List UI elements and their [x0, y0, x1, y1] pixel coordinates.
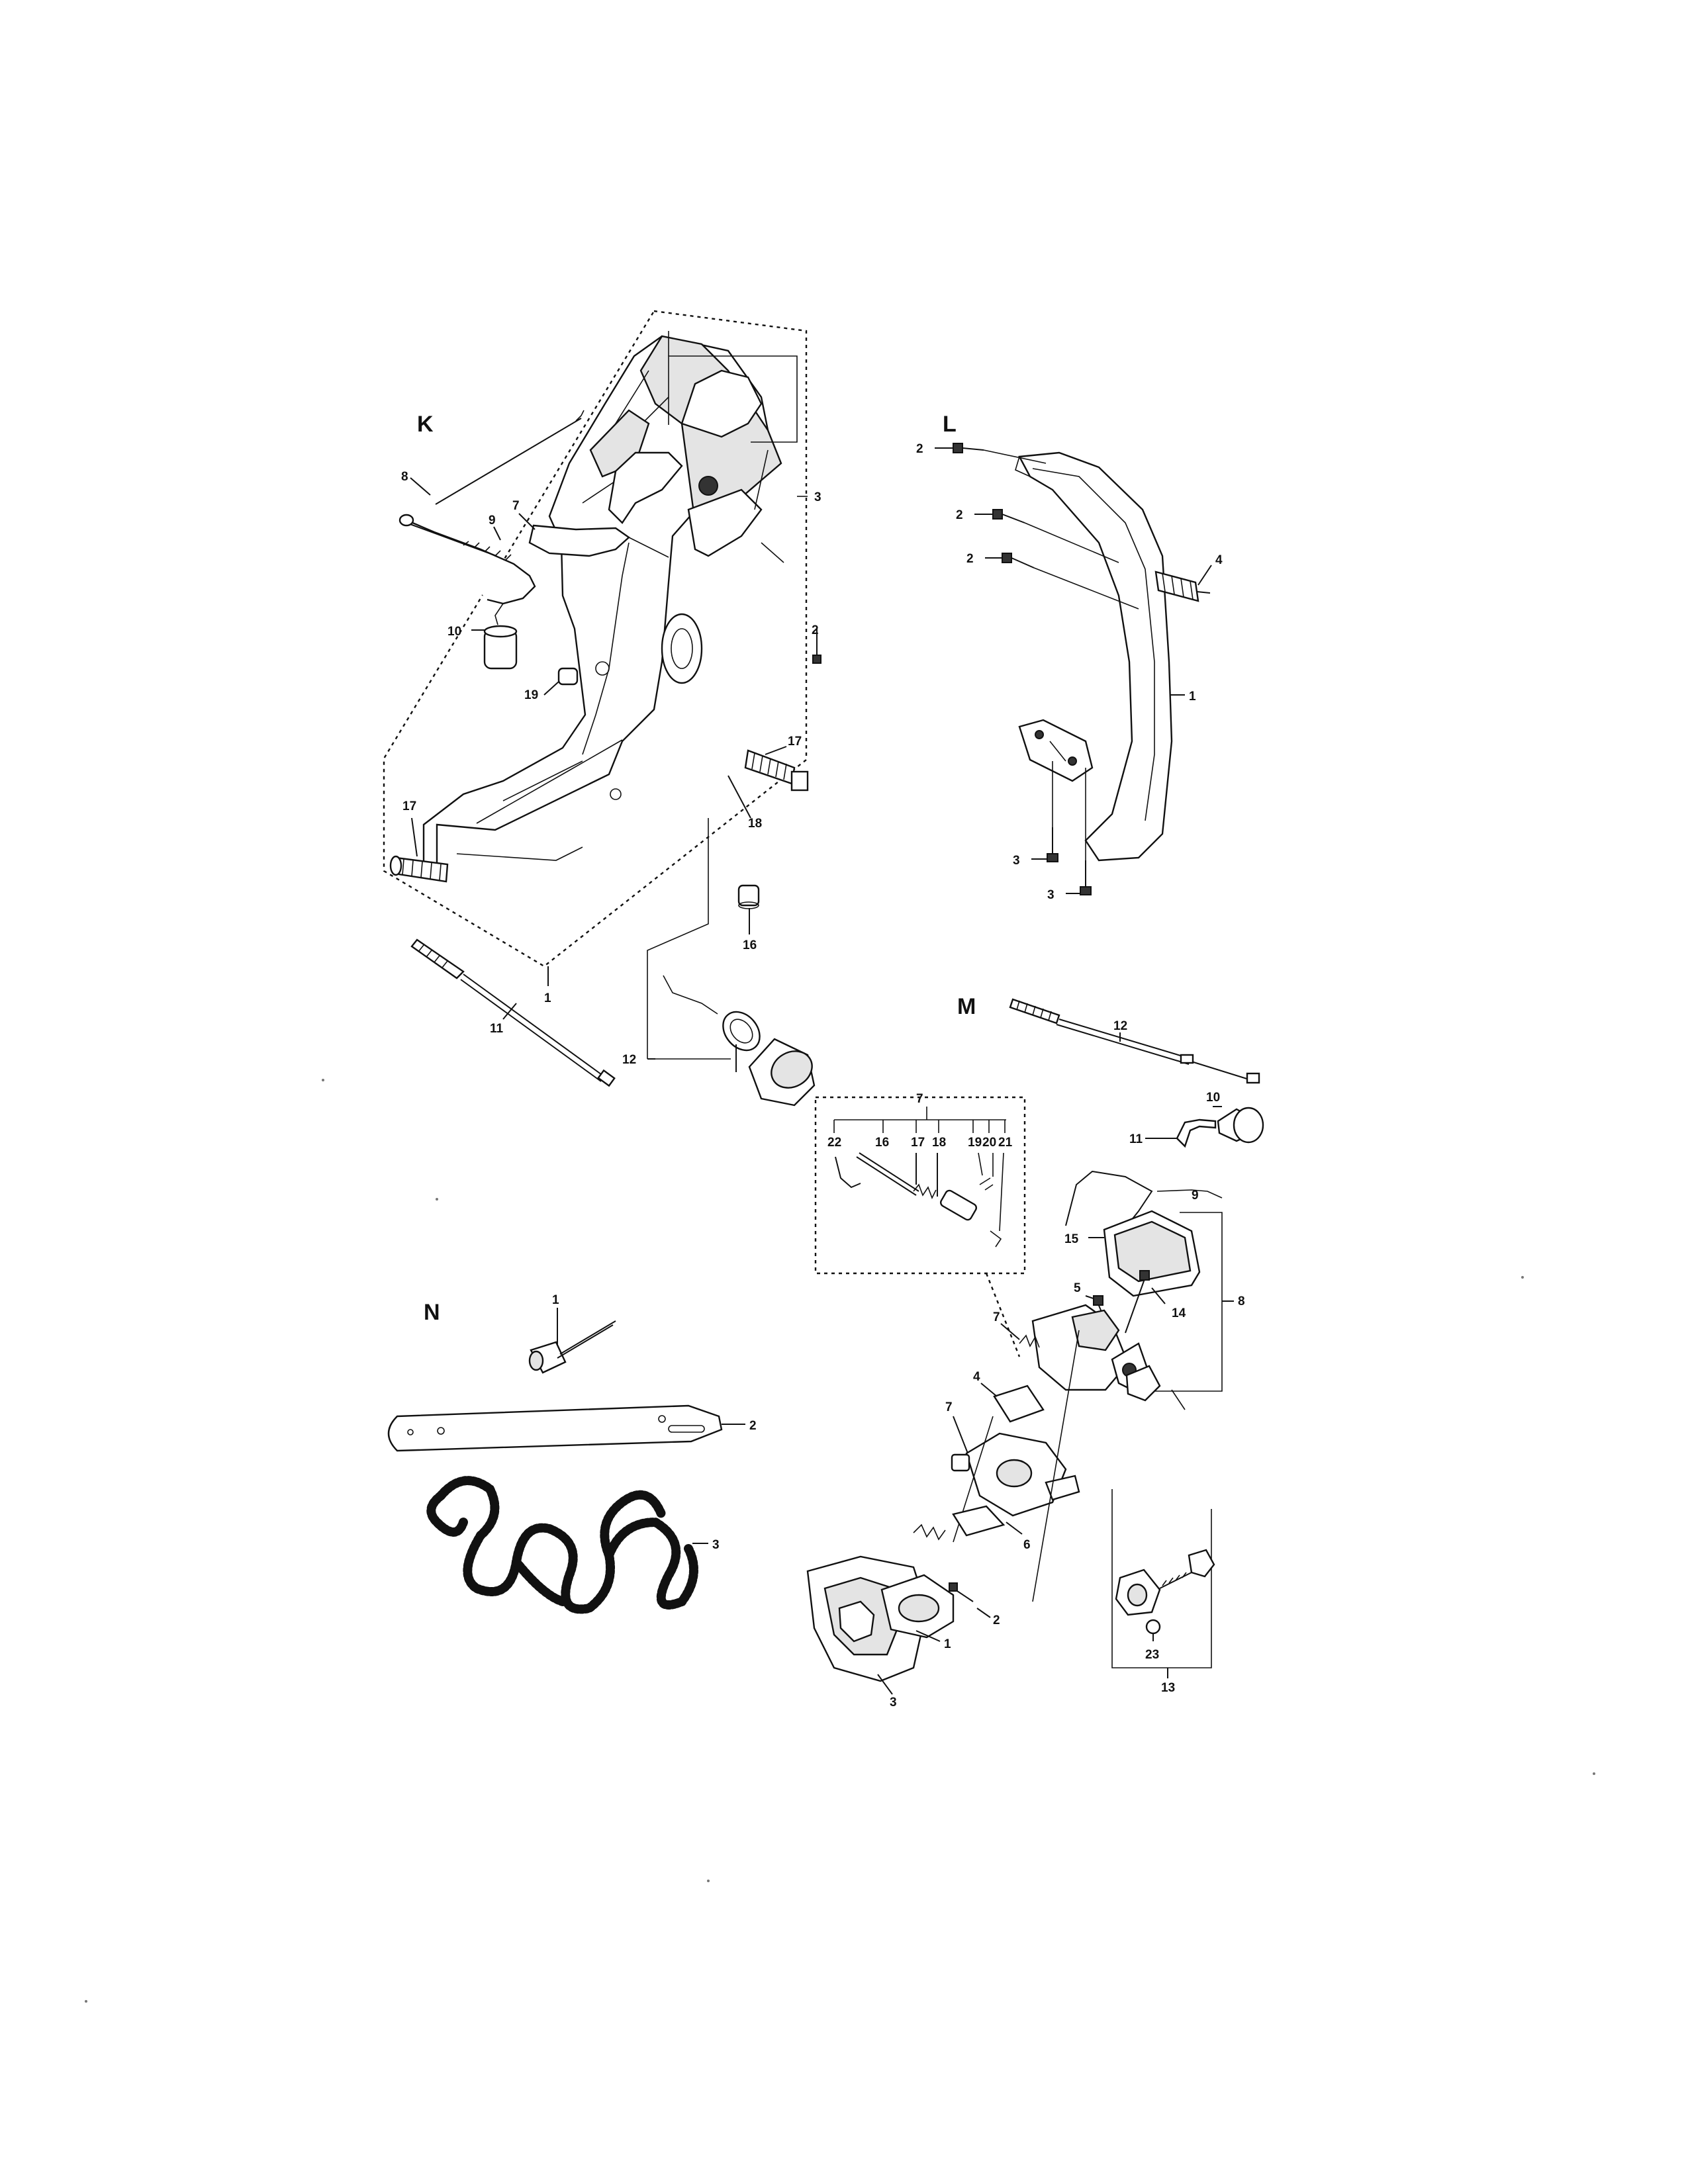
section-l-label: L — [943, 412, 957, 437]
callout-m-9: 8 — [1238, 1295, 1245, 1308]
k-fuel-cap-12: 12 — [622, 818, 816, 1107]
k-rear-handle-housing — [422, 335, 782, 870]
callout-l-2b: 2 — [956, 508, 963, 522]
m-rod-13: 12 — [1009, 998, 1260, 1084]
section-k: K 2 — [383, 310, 821, 1107]
callout-k-16: 16 — [743, 938, 757, 952]
l-screw-2-a: 2 — [916, 442, 1047, 464]
n-bar-tool-1: 1 — [528, 1293, 616, 1374]
callout-n-3: 3 — [712, 1538, 720, 1552]
callout-k-19: 19 — [524, 688, 538, 702]
callout-m-7-kit: 7 — [916, 1092, 923, 1106]
section-k-label: K — [417, 412, 434, 437]
callout-m-22: 21 — [998, 1136, 1013, 1150]
l-front-handle-bar — [1018, 451, 1173, 862]
l-screw-3-a: 3 — [1013, 761, 1058, 868]
section-n-label: N — [424, 1300, 440, 1325]
l-screw-3-b: 3 — [1047, 768, 1092, 902]
section-l: L 2 2 2 — [916, 412, 1223, 902]
callout-m-19: 18 — [932, 1136, 946, 1150]
k-screw-18: 18 — [727, 775, 762, 831]
callout-m-2: 2 — [993, 1614, 1000, 1627]
callout-m-3: 3 — [890, 1696, 897, 1709]
callout-k-12: 12 — [622, 1053, 636, 1067]
callout-l-4: 4 — [1215, 553, 1223, 567]
m-air-filter-base-16: 15 — [1064, 1210, 1201, 1297]
k-handle-1: 1 — [544, 966, 551, 1005]
callout-k-7: 7 — [512, 499, 520, 513]
callout-l-1: 1 — [1189, 690, 1196, 704]
m-fuel-line-12: 11 — [1129, 1118, 1217, 1148]
callout-m-4: 4 — [973, 1370, 980, 1384]
callout-l-2c: 2 — [966, 552, 974, 566]
l-bracket — [1018, 719, 1094, 782]
scan-specks — [85, 1079, 1595, 2003]
k-choke-rod-8: 8 — [401, 410, 585, 505]
k-throttle-trigger-7: 7 — [512, 499, 669, 558]
callout-l-3a: 3 — [1013, 854, 1020, 868]
n-saw-chain-3: 3 — [426, 1476, 720, 1614]
m-primer-bulb-11: 10 — [1206, 1091, 1264, 1144]
callout-k-10: 10 — [447, 625, 461, 639]
m-screw-15: 14 — [1125, 1270, 1186, 1334]
callout-k-9: 9 — [489, 514, 496, 527]
section-m: M 12 10 11 9 — [806, 994, 1264, 1709]
callout-m-17: 16 — [875, 1136, 889, 1150]
callout-k-1: 1 — [544, 991, 551, 1005]
callout-l-2a: 2 — [916, 442, 923, 456]
section-m-label: M — [957, 994, 976, 1019]
callout-m-15: 14 — [1172, 1306, 1186, 1320]
k-buffer-16: 16 — [737, 884, 760, 952]
callout-k-11: 11 — [490, 1022, 504, 1036]
callout-k-3: 3 — [814, 490, 821, 504]
callout-m-16: 15 — [1064, 1232, 1079, 1246]
k-lockout-assembly-3: 3 — [608, 331, 821, 563]
callout-m-24: 23 — [1145, 1648, 1159, 1662]
m-kit-7-box: 7 22 16 17 18 19 20 21 — [814, 1092, 1026, 1357]
callout-m-11: 10 — [1206, 1091, 1220, 1105]
callout-m-8: 7 — [945, 1400, 953, 1414]
k-fuel-filter-10: 10 — [447, 603, 518, 670]
callout-m-20: 19 — [968, 1136, 982, 1150]
callout-m-21: 20 — [982, 1136, 996, 1150]
callout-m-10: 9 — [1192, 1189, 1199, 1203]
k-av-spring-17-right: 17 — [744, 735, 809, 792]
m-bracket-9: 8 — [1132, 1212, 1245, 1392]
n-guide-bar-2: 2 — [387, 1404, 757, 1452]
k-av-spring-17-left: 17 — [389, 799, 449, 883]
m-fuel-pump-14: 13 23 — [1111, 1489, 1215, 1695]
callout-n-1: 1 — [552, 1293, 559, 1307]
callout-m-5: 5 — [1074, 1281, 1081, 1295]
section-n: N 1 2 3 — [387, 1293, 757, 1614]
callout-m-14: 13 — [1161, 1681, 1175, 1695]
k-fuel-hose-9: 9 — [399, 514, 536, 605]
callout-m-13: 12 — [1113, 1019, 1127, 1033]
callout-k-8: 8 — [401, 470, 408, 484]
l-screw-2-c: 2 — [966, 552, 1139, 610]
callout-m-12: 11 — [1129, 1132, 1143, 1146]
callout-m-7: 7 — [993, 1310, 1000, 1324]
k-assembly-outline — [383, 310, 808, 968]
callout-k-17a: 17 — [788, 735, 802, 749]
callout-m-23: 22 — [827, 1136, 841, 1150]
callout-m-6: 6 — [1023, 1538, 1031, 1552]
k-screw-2: 2 — [812, 623, 821, 664]
callout-m-18: 17 — [911, 1136, 925, 1150]
callout-l-3b: 3 — [1047, 888, 1055, 902]
callout-m-1: 1 — [944, 1637, 951, 1651]
k-buffer-19: 19 — [524, 667, 579, 702]
m-carburetor-stack: 7 4 7 6 3 — [806, 1304, 1186, 1709]
l-av-spring-4: 4 — [1154, 553, 1223, 602]
callout-n-2: 2 — [749, 1419, 757, 1433]
callout-k-18: 18 — [748, 817, 762, 831]
l-screw-2-b: 2 — [956, 508, 1119, 563]
k-rod-11: 11 — [410, 938, 616, 1087]
callout-k-2: 2 — [812, 623, 819, 637]
callout-k-17b: 17 — [402, 799, 416, 813]
